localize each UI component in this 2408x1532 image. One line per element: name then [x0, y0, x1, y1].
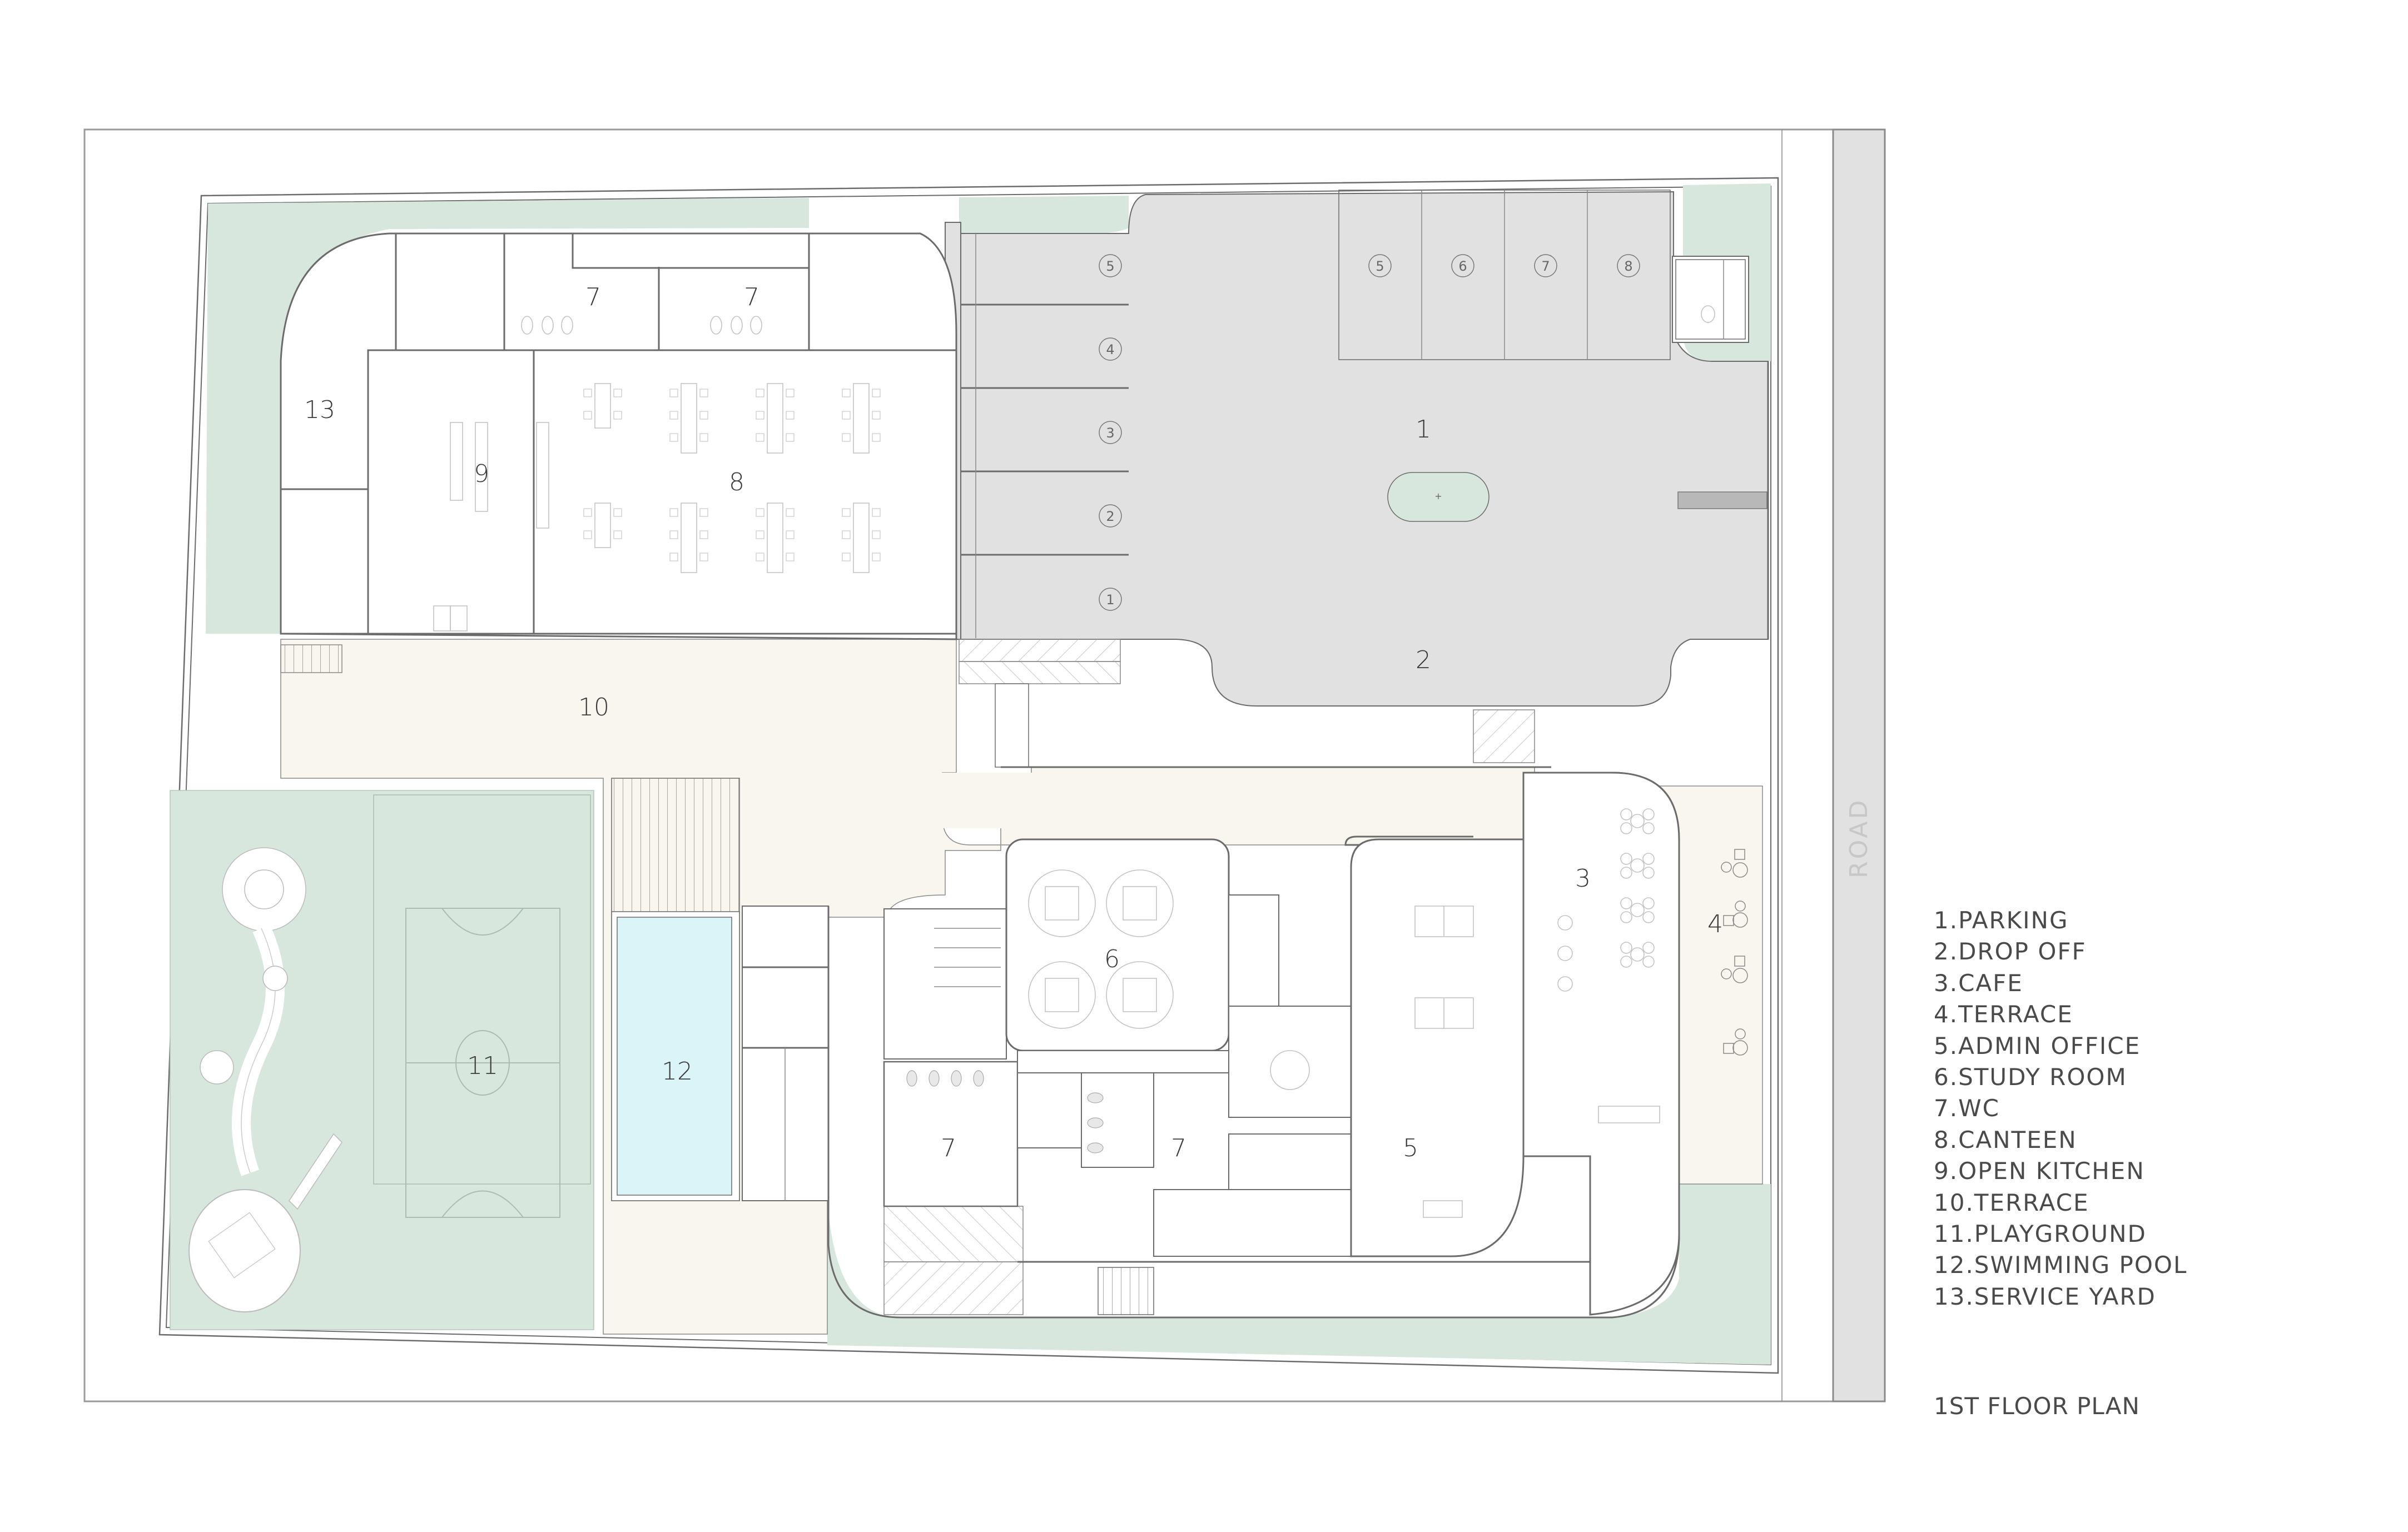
ramp-hatch-south [883, 1206, 1024, 1262]
legend-item-playground: 11.PLAYGROUND [1934, 1220, 2147, 1248]
legend-item-terrace: 4.TERRACE [1934, 1001, 2073, 1028]
room-tag-wc-north-a: 7 [585, 283, 601, 311]
parking-north-row: 5 6 7 8 [1338, 190, 1671, 360]
terrace-furniture [1721, 849, 1748, 1056]
south-building [827, 772, 1748, 1319]
room-tag-wc-south-a: 7 [941, 1134, 956, 1162]
room-tag-wc-north-b: 7 [744, 283, 759, 311]
room-tag-drop-off: 2 [1416, 646, 1431, 674]
ramp-hatch-north-b [959, 661, 1121, 684]
legend-item-service-yard: 13.SERVICE YARD [1934, 1282, 2156, 1310]
road-label: ROAD [1845, 798, 1873, 878]
room-tag-open-kitchen: 9 [474, 460, 489, 488]
pool-changing-rooms [742, 906, 829, 1201]
parking-west-row: 5 4 3 2 1 [961, 233, 1129, 638]
drawing-title: 1ST FLOOR PLAN [1934, 1392, 2140, 1420]
admin-desks [1414, 906, 1474, 1218]
entry-gate [1677, 491, 1767, 509]
guardhouse [1672, 256, 1749, 343]
parking-spot-label: 4 [1106, 342, 1114, 357]
legend: 1.PARKING 2.DROP OFF 3.CAFE 4.TERRACE 5.… [1934, 905, 2187, 1312]
legend-item-swimming-pool: 12.SWIMMING POOL [1934, 1251, 2188, 1279]
legend-item-drop-off: 2.DROP OFF [1934, 938, 2087, 966]
room-tag-parking: 1 [1416, 415, 1431, 444]
canteen-tables [594, 383, 870, 573]
room-tag-service-yard: 13 [304, 396, 335, 424]
road [1832, 128, 1886, 1402]
landscape-north-west [206, 198, 809, 634]
parking-spot-label: 7 [1541, 258, 1550, 274]
parking-spot-label: 5 [1376, 258, 1384, 274]
room-tag-terrace-10: 10 [578, 693, 609, 722]
legend-item-open-kitchen: 9.OPEN KITCHEN [1934, 1157, 2145, 1185]
room-tag-swimming-pool: 12 [662, 1057, 693, 1086]
parking-spot-label: 3 [1106, 425, 1114, 441]
football-pitch [373, 794, 591, 1218]
cafe-room [1522, 772, 1680, 1316]
room-tag-cafe: 3 [1575, 864, 1591, 893]
legend-item-parking: 1.PARKING [1934, 907, 2069, 934]
room-tag-canteen: 8 [729, 468, 744, 496]
landscape-north-strip [959, 196, 1129, 233]
terrace-corridor [884, 773, 1551, 828]
parking-spot-label: 8 [1624, 258, 1632, 274]
legend-item-wc: 7.WC [1934, 1095, 2000, 1122]
room-tag-terrace-4: 4 [1707, 910, 1723, 938]
planter-island [1387, 472, 1490, 522]
cafe-tables [1557, 808, 1660, 1123]
ramp-hatch-north [959, 639, 1121, 662]
legend-item-study-room: 6.STUDY ROOM [1934, 1063, 2127, 1091]
svg-text:+: + [1434, 491, 1442, 501]
landscape-south [827, 1184, 1771, 1365]
room-tag-playground: 11 [467, 1052, 498, 1080]
room-tag-admin-office: 5 [1403, 1134, 1418, 1162]
swimming-pool [617, 917, 732, 1196]
legend-item-cafe: 3.CAFE [1934, 969, 2023, 997]
room-tag-wc-south-b: 7 [1171, 1134, 1186, 1162]
ramp-hatch-east [1473, 709, 1535, 763]
ramp-hatch-south-b [883, 1261, 1024, 1315]
room-tag-study-room: 6 [1104, 945, 1120, 973]
legend-item-terrace-10: 10.TERRACE [1934, 1188, 2089, 1216]
parking-spot-label: 5 [1106, 258, 1114, 274]
parking-spot-label: 6 [1458, 258, 1467, 274]
play-structure [188, 847, 342, 1312]
north-building [280, 232, 957, 673]
legend-item-admin-office: 5.ADMIN OFFICE [1934, 1032, 2141, 1060]
parking-spot-label: 2 [1106, 509, 1114, 524]
room-tags: 1 2 3 4 5 6 7 7 7 7 8 9 10 11 12 13 [304, 283, 1723, 1162]
parking-spot-label: 1 [1106, 592, 1114, 608]
parking-area [959, 191, 1769, 707]
study-tables [1028, 869, 1174, 1029]
legend-item-canteen: 8.CANTEEN [1934, 1126, 2077, 1153]
